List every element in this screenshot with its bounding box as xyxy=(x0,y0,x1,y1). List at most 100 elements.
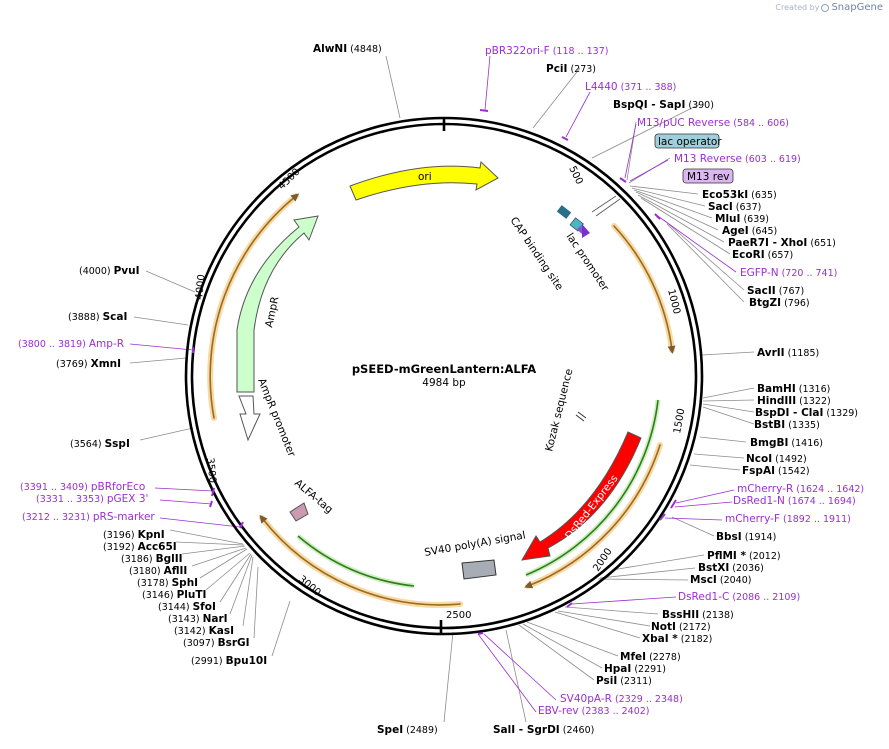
enzyme-site-bglii[interactable]: (3186) BglII xyxy=(121,553,183,565)
tick-label-2500: 2500 xyxy=(446,610,471,621)
enzyme-site-mlui[interactable]: MluI (639) xyxy=(715,213,769,225)
enzyme-position: (2291) xyxy=(631,664,666,675)
enzyme-site-saci[interactable]: SacI (637) xyxy=(708,201,761,213)
kozak-label: Kozak sequence xyxy=(543,368,575,453)
enzyme-name: BglII xyxy=(156,553,183,565)
enzyme-name: SacII xyxy=(747,285,776,297)
enzyme-position: (645) xyxy=(749,226,778,237)
primer-egfpn[interactable]: EGFP-N (720 .. 741) xyxy=(740,267,837,279)
enzyme-site-pflmi[interactable]: PflMI * (2012) xyxy=(707,550,781,562)
primer-leaders xyxy=(129,55,737,713)
enzyme-site-ecori[interactable]: EcoRI (657) xyxy=(732,249,793,261)
enzyme-site-mfei[interactable]: MfeI (2278) xyxy=(620,651,681,663)
svg-text:(3192) Acc65I: (3192) Acc65I xyxy=(103,541,177,553)
enzyme-site-pluti[interactable]: (3146) PluTI xyxy=(142,589,206,601)
enzyme-site-bpu10i[interactable]: (2991) Bpu10I xyxy=(191,655,267,667)
enzyme-name: PflMI * xyxy=(707,550,746,562)
enzyme-site-btgzi[interactable]: BtgZI (796) xyxy=(749,297,810,309)
enzyme-site-xmni[interactable]: (3769) XmnI xyxy=(56,358,121,370)
primer-m13reverse[interactable]: M13 Reverse (603 .. 619) xyxy=(674,153,801,165)
enzyme-site-kasi[interactable]: (3142) KasI xyxy=(174,625,234,637)
enzyme-site-bstbi[interactable]: BstBI (1335) xyxy=(754,419,820,431)
enzyme-site-pvui[interactable]: (4000) PvuI xyxy=(79,265,140,277)
enzyme-site-scai[interactable]: (3888) ScaI xyxy=(68,311,127,323)
primer-ebvrev[interactable]: EBV-rev (2383 .. 2402) xyxy=(538,705,650,717)
enzyme-site-spei[interactable]: SpeI (2489) xyxy=(377,724,438,736)
enzyme-site-pcii[interactable]: PciI (273) xyxy=(546,63,596,75)
svg-text:pBR322ori-F (118 .. 137): pBR322ori-F (118 .. 137) xyxy=(485,45,608,57)
enzyme-site-sali[interactable]: SalI - SgrDI (2460) xyxy=(493,724,594,736)
svg-text:MscI (2040): MscI (2040) xyxy=(690,574,751,586)
primer-name: M13/pUC Reverse xyxy=(637,117,730,129)
svg-text:FspAI (1542): FspAI (1542) xyxy=(742,465,810,477)
enzyme-site-ncoi[interactable]: NcoI (1492) xyxy=(746,453,807,465)
enzyme-site-eco53ki[interactable]: Eco53kI (635) xyxy=(702,189,777,201)
primer-l4440[interactable]: L4440 (371 .. 388) xyxy=(585,81,676,93)
plasmid-length: 4984 bp xyxy=(422,377,466,389)
enzyme-site-bmgbi[interactable]: BmgBI (1416) xyxy=(750,437,823,449)
enzyme-position: (1914) xyxy=(742,532,777,543)
enzyme-position: (2036) xyxy=(729,563,764,574)
enzyme-site-sacii[interactable]: SacII (767) xyxy=(747,285,804,297)
enzyme-site-bstxi[interactable]: BstXI (2036) xyxy=(698,562,764,574)
enzyme-site-bsshii[interactable]: BssHII (2138) xyxy=(662,609,734,621)
enzyme-site-hindiii[interactable]: HindIII (1322) xyxy=(757,395,831,407)
primer-pgex3[interactable]: (3331 .. 3353) pGEX 3' xyxy=(36,493,148,505)
enzyme-name: PciI xyxy=(546,63,567,75)
svg-text:PciI (273): PciI (273) xyxy=(546,63,596,75)
enzyme-site-bsrgi[interactable]: (3097) BsrGI xyxy=(183,637,250,649)
enzyme-position: (390) xyxy=(685,100,714,111)
enzyme-site-avrii[interactable]: AvrII (1185) xyxy=(757,347,819,359)
primer-ampr[interactable]: (3800 .. 3819) Amp-R xyxy=(18,338,124,350)
primer-mcherryr[interactable]: mCherry-R (1624 .. 1642) xyxy=(737,483,864,495)
enzyme-site-aflii[interactable]: (3180) AflII xyxy=(129,565,187,577)
enzyme-name: Eco53kI xyxy=(702,189,748,201)
primer-m13pucreverse[interactable]: M13/pUC Reverse (584 .. 606) xyxy=(637,117,789,129)
enzyme-site-bspqi[interactable]: BspQI - SapI (390) xyxy=(613,99,714,111)
primer-name: pBR322ori-F xyxy=(485,45,550,57)
enzyme-site-bamhi[interactable]: BamHI (1316) xyxy=(757,383,830,395)
primer-dsred1n[interactable]: DsRed1-N (1674 .. 1694) xyxy=(733,495,856,507)
enzyme-site-acc65i[interactable]: (3192) Acc65I xyxy=(103,541,177,553)
enzyme-position: (657) xyxy=(765,250,794,261)
svg-text:(3564) SspI: (3564) SspI xyxy=(70,438,130,450)
enzyme-site-msci[interactable]: MscI (2040) xyxy=(690,574,751,586)
enzyme-site-xbai[interactable]: XbaI * (2182) xyxy=(642,633,712,645)
enzyme-name: ScaI xyxy=(103,311,128,323)
primer-pbrforeco[interactable]: (3391 .. 3409) pBRforEco xyxy=(20,481,145,493)
enzyme-site-agei[interactable]: AgeI (645) xyxy=(722,225,777,237)
primer-range: (2329 .. 2348) xyxy=(612,694,683,705)
primer-mcherryf[interactable]: mCherry-F (1892 .. 1911) xyxy=(725,513,851,525)
primer-name: mCherry-R xyxy=(737,483,793,495)
enzyme-site-sfoi[interactable]: (3144) SfoI xyxy=(158,601,216,613)
primer-prsmarker[interactable]: (3212 .. 3231) pRS-marker xyxy=(22,511,155,523)
primer-pbr322orif[interactable]: pBR322ori-F (118 .. 137) xyxy=(485,45,608,57)
primer-sv40par[interactable]: SV40pA-R (2329 .. 2348) xyxy=(560,693,683,705)
enzyme-site-alwni[interactable]: AlwNI (4848) xyxy=(313,43,382,55)
enzyme-site-noti[interactable]: NotI (2172) xyxy=(651,621,711,633)
enzyme-position: (2460) xyxy=(560,725,595,736)
enzyme-position: (2278) xyxy=(646,652,681,663)
plasmid-name: pSEED-mGreenLantern:ALFA xyxy=(352,362,536,376)
enzyme-site-bbsi[interactable]: BbsI (1914) xyxy=(716,531,776,543)
primer-range: (371 .. 388) xyxy=(618,82,677,93)
enzyme-site-psii[interactable]: PsiI (2311) xyxy=(596,675,652,687)
enzyme-position: (3142) xyxy=(174,626,209,637)
enzyme-site-sphi[interactable]: (3178) SphI xyxy=(137,577,198,589)
enzyme-site-bspdi[interactable]: BspDI - ClaI (1329) xyxy=(755,407,858,419)
enzyme-name-2: - ClaI xyxy=(789,407,823,419)
enzyme-site-kpni[interactable]: (3196) KpnI xyxy=(103,529,165,541)
enzyme-site-fspai[interactable]: FspAI (1542) xyxy=(742,465,810,477)
svg-text:AgeI (645): AgeI (645) xyxy=(722,225,777,237)
enzyme-site-hpai[interactable]: HpaI (2291) xyxy=(604,663,666,675)
enzyme-name: SphI xyxy=(172,577,198,589)
primer-dsred1c[interactable]: DsRed1-C (2086 .. 2109) xyxy=(678,591,800,603)
enzyme-site-paer7i[interactable]: PaeR7I - XhoI (651) xyxy=(728,237,836,249)
enzyme-site-nari[interactable]: (3143) NarI xyxy=(168,613,228,625)
primer-range: (720 .. 741) xyxy=(779,268,838,279)
enzyme-site-sspi[interactable]: (3564) SspI xyxy=(70,438,130,450)
lac-operator-box xyxy=(654,133,720,149)
